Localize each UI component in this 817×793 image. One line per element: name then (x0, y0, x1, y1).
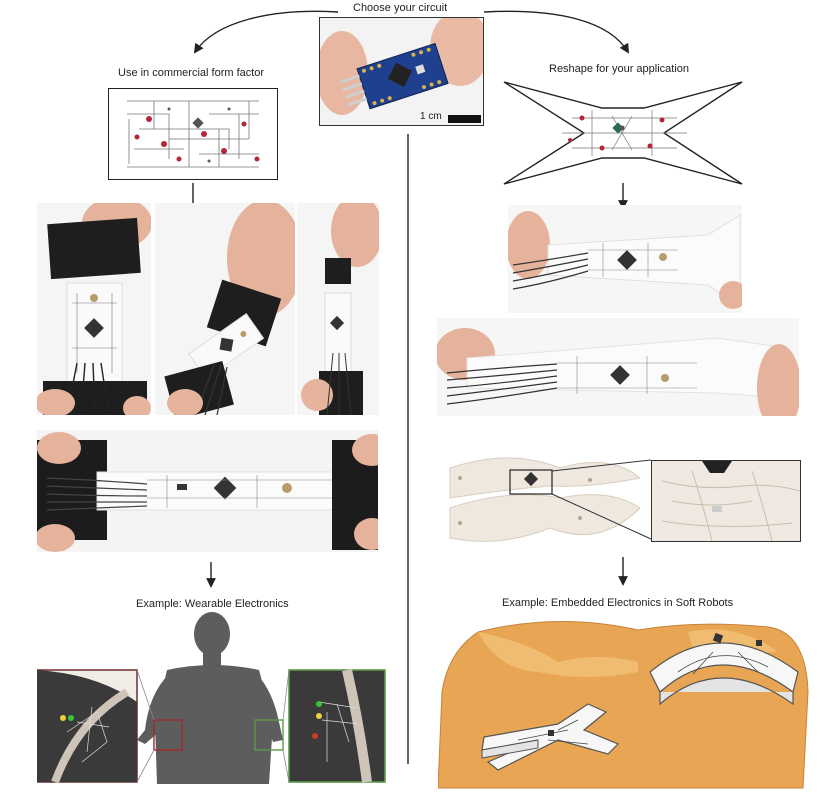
circuit-layout-rect (108, 88, 278, 180)
stretch-photo-1 (37, 203, 151, 415)
right-example-label: Example: Embedded Electronics in Soft Ro… (502, 597, 734, 609)
left-label: Use in commercial form factor (118, 67, 265, 79)
soft-robot-zoom (651, 460, 801, 542)
choose-circuit-title: Choose your circuit (353, 2, 448, 14)
soft-robot-photo (440, 448, 650, 548)
reshape-photo-2 (437, 318, 799, 416)
wearable-illustration (37, 612, 386, 784)
soft-robot-illustration (438, 620, 809, 789)
board-photo: 1 cm (319, 17, 484, 126)
right-label: Reshape for your application (549, 63, 690, 75)
stretch-photo-3 (297, 203, 379, 415)
left-example-label: Example: Wearable Electronics (136, 598, 289, 610)
reshape-photo-1 (508, 205, 742, 313)
stretched-long-photo (37, 430, 378, 552)
reshaped-layout-shape (503, 81, 743, 185)
stretch-photo-2 (155, 203, 295, 415)
scale-label: 1 cm (420, 111, 442, 122)
zoom-lines (551, 459, 652, 540)
